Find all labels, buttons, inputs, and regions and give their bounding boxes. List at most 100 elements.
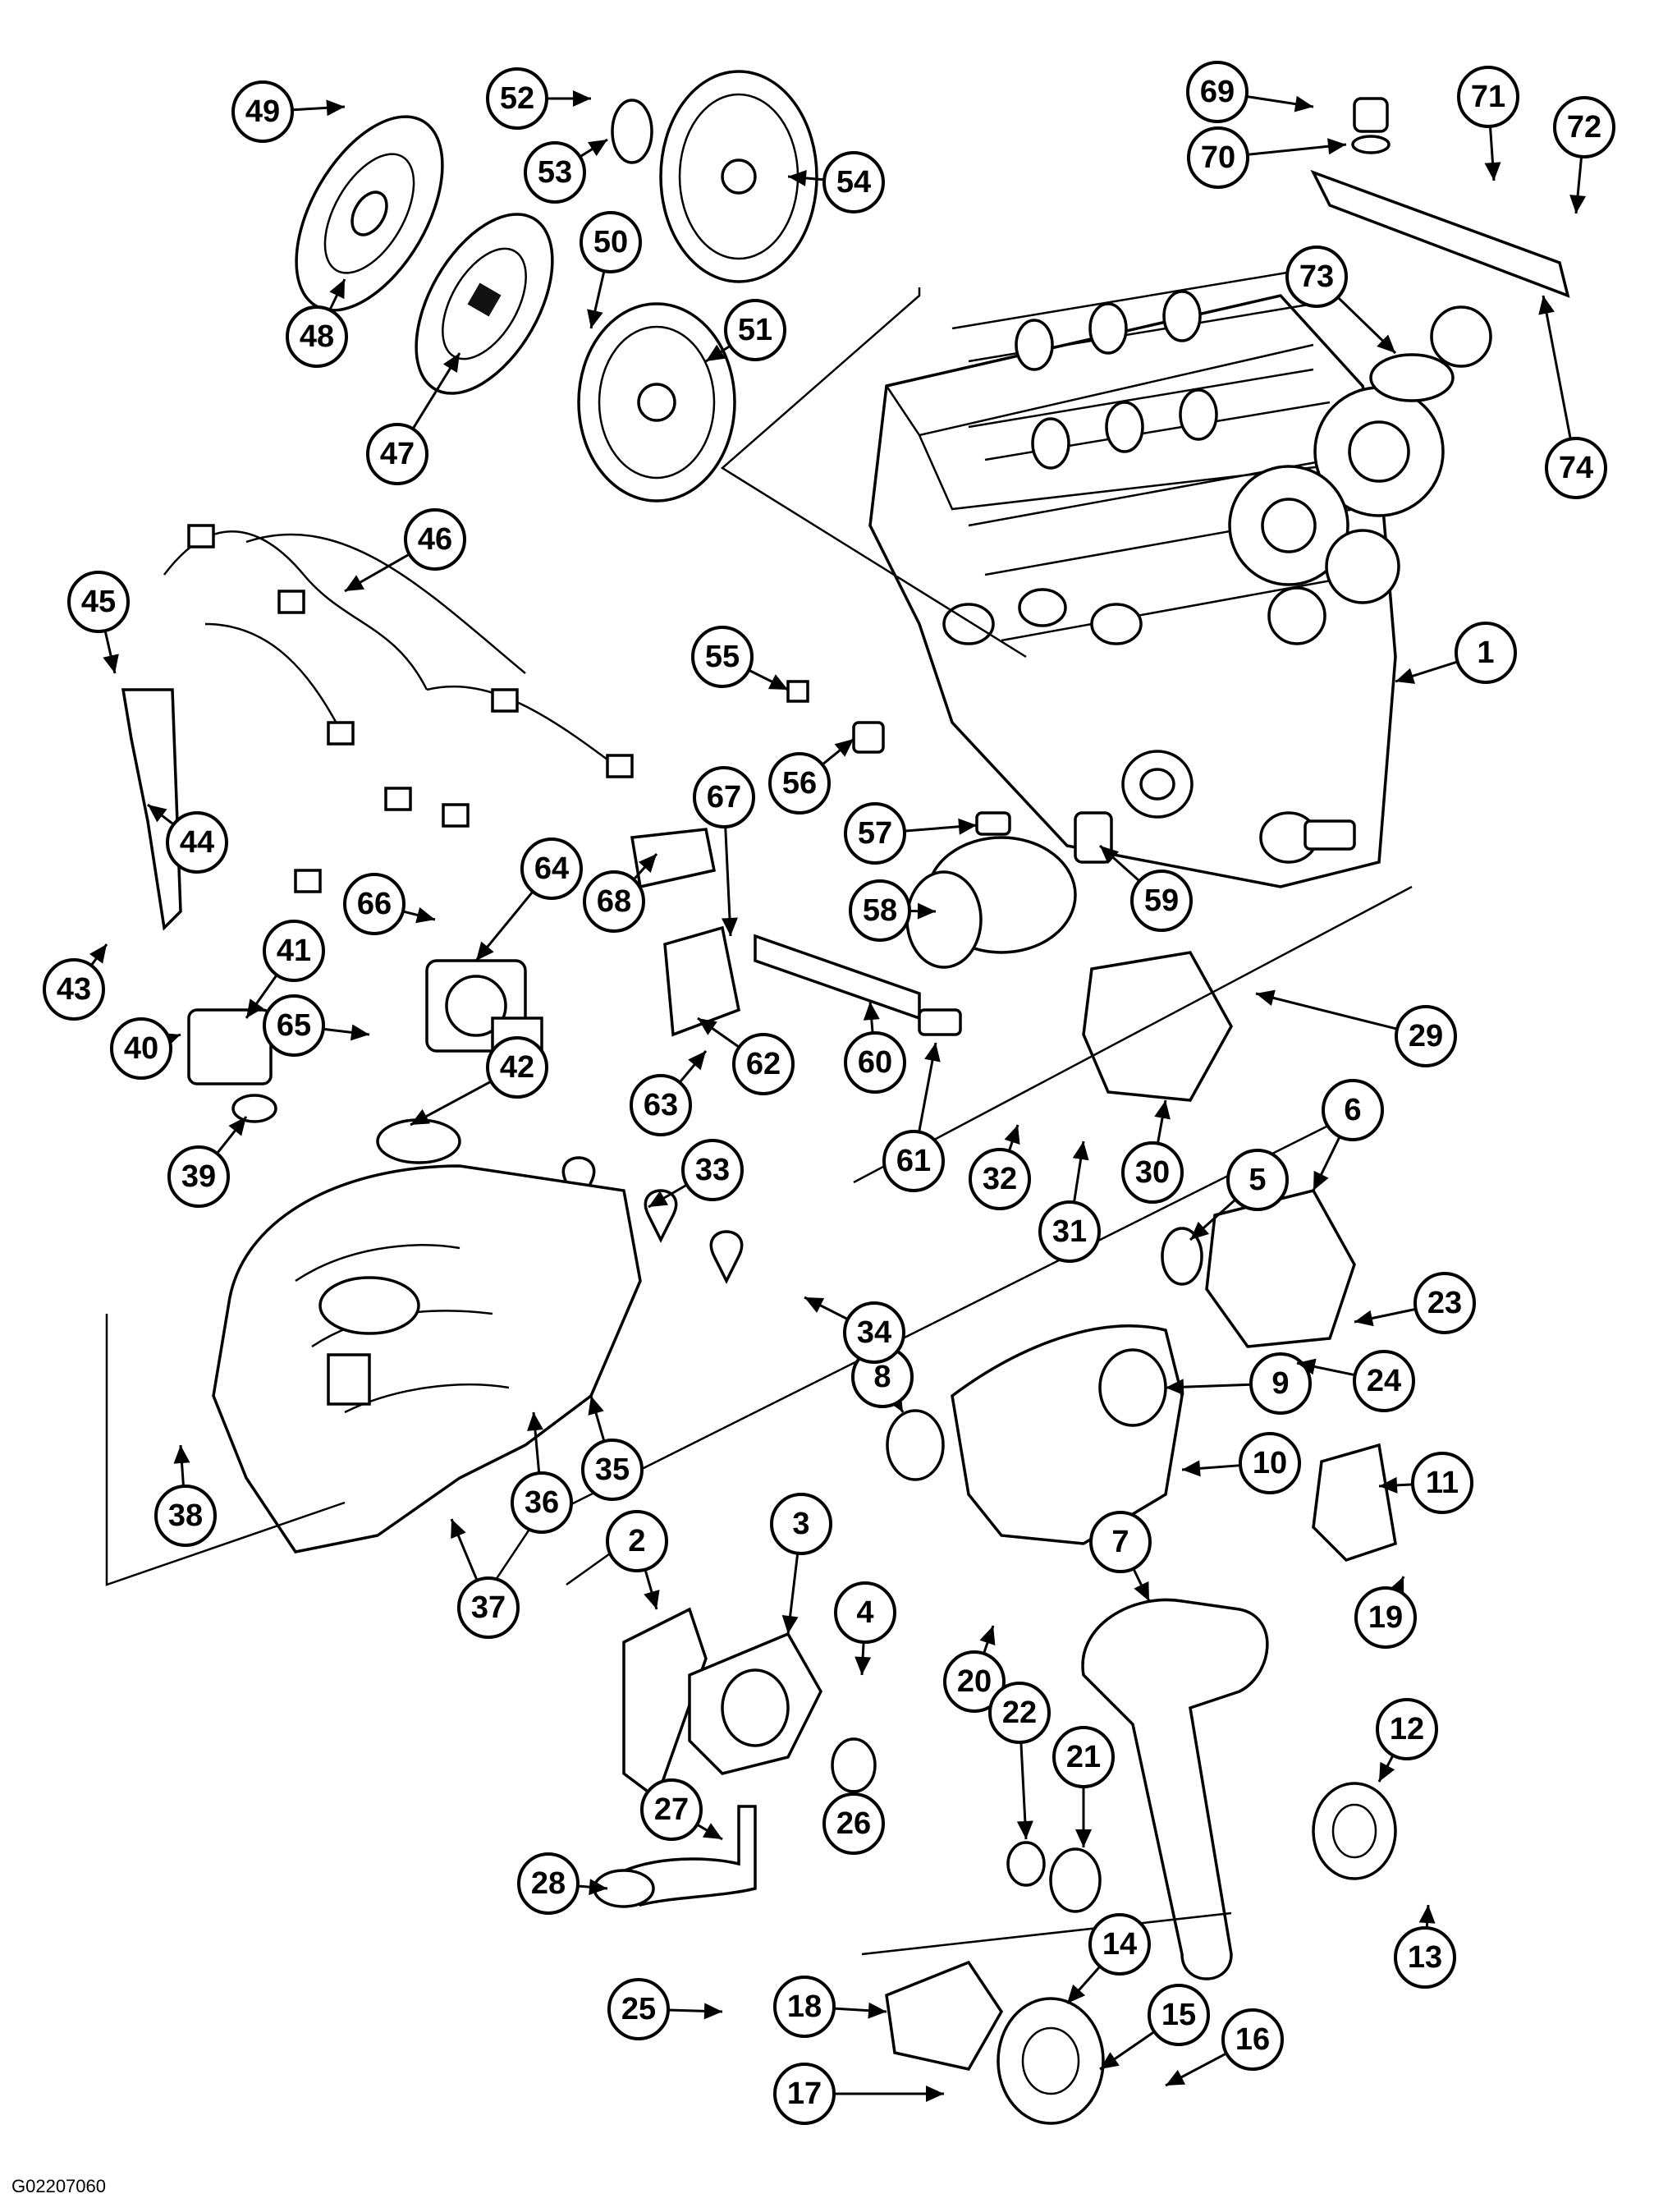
callout-40: 40 [110,1017,181,1080]
callout-number: 51 [738,313,772,347]
intake-gaskets [479,1156,744,1284]
callout-number: 20 [957,1664,992,1699]
callout-arrowhead [173,1445,190,1464]
callout-13: 13 [1394,1904,1456,1989]
crank-washer [1006,1841,1046,1887]
callout-circle [1221,2008,1284,2071]
callout-7: 7 [1089,1511,1152,1602]
valve-cover [1310,169,1570,298]
callout-arrowhead [1067,1984,1086,2003]
callout-48: 48 [286,278,348,368]
callout-arrowhead [103,654,119,673]
callout-number: 53 [538,155,572,190]
callout-61: 61 [882,1042,945,1192]
callout-73: 73 [1285,246,1397,355]
callout-circle [511,1471,573,1534]
callout-5: 5 [1189,1149,1289,1241]
callout-71: 71 [1457,66,1519,181]
callout-circle [457,1576,520,1639]
callout-circle [606,1510,668,1572]
callout-72: 72 [1553,96,1615,214]
callout-34: 34 [804,1296,905,1364]
callout-arrowhead [410,1108,431,1125]
callout-arrowhead [1154,1100,1171,1120]
callout-arrowhead [688,1051,706,1071]
callout-arrowhead [588,1396,604,1416]
callout-number: 55 [705,640,740,674]
water-pump-gasket [1161,1227,1203,1286]
callout-54: 54 [787,151,885,213]
callout-arrowhead [476,941,494,961]
flywheel [577,302,736,503]
callout-number: 17 [787,2077,822,2111]
callout-circle [343,873,405,935]
callout-number: 1 [1477,636,1494,670]
pcv-grommet [1351,135,1391,154]
callout-circle [969,1148,1031,1210]
callout-33: 33 [648,1139,744,1209]
callout-number: 33 [695,1153,730,1187]
callout-number: 11 [1426,1466,1459,1500]
callout-number: 27 [654,1792,689,1827]
callout-number: 68 [597,884,631,919]
clutch-disc [415,213,554,395]
callout-58: 58 [849,879,937,942]
sensor-bracket [630,828,717,889]
callout-55: 55 [691,626,789,691]
callout-65: 65 [263,994,370,1057]
callout-15: 15 [1099,1984,1210,2071]
callout-number: 39 [181,1159,216,1194]
knock-sensor [786,680,809,703]
callout-number: 56 [782,766,817,801]
callout-41: 41 [245,920,325,1019]
callout-16: 16 [1165,2008,1284,2087]
callout-number: 7 [1111,1525,1129,1559]
callout-circle [943,1650,1006,1713]
callout-circle [773,2063,836,2125]
callout-arrowhead [326,99,345,117]
callout-24: 24 [1296,1350,1415,1412]
callout-26: 26 [822,1790,885,1855]
callout-number: 65 [277,1008,311,1043]
callout-46: 46 [344,508,466,593]
callout-arrowhead [1297,1358,1317,1375]
oil-pressure-sensor [852,721,885,754]
callout-arrowhead [638,854,657,874]
callout-20: 20 [943,1625,1006,1713]
callout-64: 64 [474,838,583,961]
adapter-plate [611,99,653,164]
callout-arrowhead [926,2086,944,2102]
tensioner-pulley [1312,1782,1397,1880]
callout-number: 70 [1201,140,1235,175]
throttle-gasket [376,1118,461,1164]
callout-arrowhead [703,2003,722,2020]
callout-circle [1545,437,1607,499]
callout-43: 43 [43,943,108,1021]
callout-number: 62 [746,1047,781,1081]
callout-arrowhead [698,1018,717,1035]
callout-number: 48 [300,319,334,354]
pcv-valve [1353,97,1389,133]
callout-28: 28 [517,1852,608,1915]
callout-arrowhead [863,1002,880,1021]
callout-74: 74 [1538,295,1607,499]
callout-arrowhead [148,805,167,823]
callout-circle [844,802,906,865]
callout-63: 63 [630,1050,708,1136]
callout-circle [1376,1698,1438,1760]
callout-number: 67 [707,780,741,815]
callout-number: 63 [644,1088,678,1122]
flex-plate [659,70,818,283]
callout-17: 17 [773,2063,944,2125]
callout-arrowhead [89,944,107,964]
valve-cover-boss [1430,305,1492,368]
callout-circle [263,994,325,1057]
callout-circle [581,1439,644,1501]
wiring-harness [163,524,634,893]
callout-66: 66 [343,873,436,935]
callout-number: 61 [896,1144,931,1178]
callout-19: 19 [1354,1576,1417,1649]
callout-arrowhead [706,344,726,361]
callout-22: 22 [988,1682,1051,1840]
